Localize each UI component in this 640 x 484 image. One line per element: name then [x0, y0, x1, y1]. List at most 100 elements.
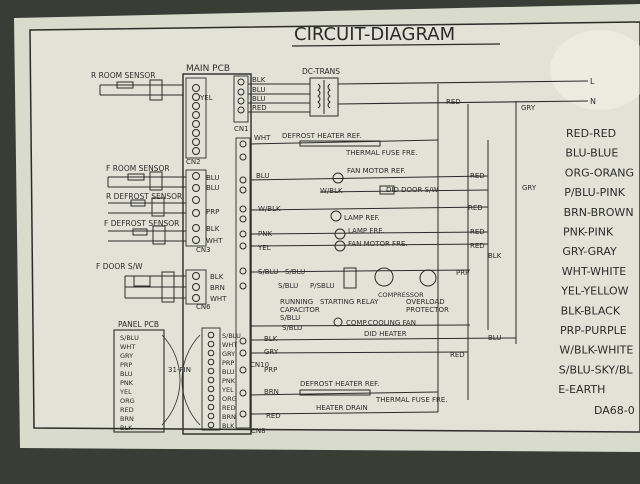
r-room-sensor [99, 79, 183, 101]
comp-cooling-fan-icon [333, 317, 343, 327]
main-pcb-wire-label: BLK [222, 422, 235, 430]
main-pcb-wire-label: BLU [222, 368, 235, 376]
cn1-label: CN1 [234, 125, 249, 133]
main-pcb-wire-label: WHT [222, 341, 237, 349]
main-pcb-label: MAIN PCB [186, 64, 230, 74]
f-defrost-sensor-label: F DEFROST SENSOR [104, 219, 179, 228]
wire-blu: BLU [206, 174, 219, 182]
compressor-icon [374, 267, 394, 287]
did-door-sw-label: DID DOOR S/W [386, 186, 438, 194]
dc-transformer [309, 77, 339, 117]
connector-cn8 [235, 137, 251, 429]
cn1-wire-red: RED [252, 104, 267, 112]
wire-wht2: WHT [254, 134, 271, 142]
panel-pcb-wire-label: PNK [120, 379, 134, 387]
cn1-wire-blk: BLK [252, 76, 266, 84]
thermal-fuse-fre2-label: THERMAL FUSE FRE. [375, 396, 448, 404]
main-pcb-wire-label: ORG [222, 395, 237, 403]
wire-red3: RED [470, 172, 485, 180]
connector-cn3 [185, 169, 207, 247]
wire-yel: YEL [199, 94, 213, 102]
fan-motor-fre-icon [334, 240, 346, 252]
wire-blu-did: BLU [488, 334, 501, 342]
wire-blk4: BLK [488, 252, 502, 260]
panel-pcb-wire-label: RED [120, 406, 134, 414]
wire-blu5: BLU [256, 172, 269, 180]
color-legend: RED-REDBLU-BLUEORG-ORANGP/BLU-PINKBRN-BR… [558, 127, 634, 396]
wire-pnk: PNK [258, 230, 272, 238]
legend-entry: RED-RED [566, 127, 616, 140]
main-pcb-wire-label: BRN [222, 413, 236, 421]
wire-yel2: YEL [257, 244, 271, 252]
legend-entry: BLK-BLACK [561, 304, 621, 317]
legend-entry: E-EARTH [558, 383, 605, 396]
wire-prp: PRP [206, 208, 219, 216]
legend-entry: GRY-GRAY [562, 245, 617, 258]
wire-psblu: P/SBLU [310, 282, 335, 290]
line-l-wire [337, 80, 589, 85]
wire-blk-did: BLK [264, 335, 278, 343]
wire-prp2: PRP [264, 366, 277, 374]
diagram-title: CIRCUIT-DIAGRAM [294, 24, 455, 45]
cn3-label: CN3 [196, 246, 211, 254]
wire-wblk: W/BLK [320, 187, 343, 195]
line-n-wire [337, 100, 589, 105]
f-defrost-sensor [108, 225, 186, 245]
lamp-fre-label: LAMP FRE. [348, 227, 385, 235]
f-room-sensor-label: F ROOM SENSOR [106, 164, 170, 173]
wire-wht-sw: WHT [210, 295, 227, 303]
panel-pcb-wire-label: GRY [120, 352, 133, 360]
lamp-ref-icon [330, 210, 342, 222]
main-pcb-wire-label: PNK [222, 377, 236, 385]
wire-sblu2: S/BLU [285, 268, 305, 276]
wire-red7: RED [450, 351, 465, 359]
heater-drain-label: HEATER DRAIN [316, 404, 368, 412]
legend-entry: ORG-ORANG [565, 166, 634, 179]
panel-pcb-box [113, 329, 165, 433]
compressor-label: COMPRESSOR [378, 291, 424, 299]
main-pcb-wire-label: S/BLU [222, 332, 241, 340]
harness-crossover [161, 334, 201, 426]
panel-pcb-wire-label: BLK [120, 424, 133, 432]
main-pcb-wire-label: RED [222, 404, 236, 412]
model-code: DA68-0 [594, 404, 635, 417]
wire-red5: RED [470, 228, 485, 236]
wire-blk: BLK [206, 225, 220, 233]
wire-wht: WHT [206, 237, 223, 245]
thermal-fuse-fre-label: THERMAL FUSE FRE. [345, 149, 418, 157]
cn1-wire-blu4: BLU [252, 95, 265, 103]
legend-entry: PNK-PINK [563, 226, 614, 239]
panel-pcb-wire-label: BRN [120, 415, 134, 423]
wire-blu2: BLU [206, 184, 219, 192]
f-door-switch [124, 271, 186, 303]
defrost-heater-ref-label: DEFROST HEATER REF. [282, 132, 361, 140]
wire-brn2: BRN [264, 388, 279, 396]
panel-pcb-wire-label: BLU [120, 370, 133, 378]
legend-entry: W/BLK-WHITE [559, 344, 633, 357]
overload-protector-icon [419, 269, 437, 287]
connector-cn2 [185, 77, 207, 159]
panel-pcb-wire-label: YEL [119, 388, 132, 396]
main-pcb-wire-label: YEL [221, 386, 234, 394]
fan-motor-ref-icon [332, 172, 344, 184]
wire-gry-main: GRY [521, 104, 536, 112]
dc-trans-label: DC-TRANS [302, 67, 340, 76]
legend-entry: PRP-PURPLE [560, 324, 627, 337]
wire-red6: RED [470, 242, 485, 250]
lamp-fre-icon [334, 228, 346, 240]
r-defrost-sensor [108, 197, 186, 217]
wire-sblu: S/BLU [258, 268, 278, 276]
panel-pcb-wire-label: S/BLU [120, 334, 139, 342]
defrost-heater-ref [299, 140, 381, 147]
wire-gry: GRY [264, 348, 279, 356]
legend-entry: BLU-BLUE [565, 147, 618, 160]
main-pcb-wire-label: PRP [222, 359, 234, 367]
wire-red8: RED [266, 412, 281, 420]
did-door-switch [379, 185, 395, 195]
main-pcb-wire-label: GRY [222, 350, 235, 358]
wire-red4: RED [468, 204, 483, 212]
defrost-heater-fre [299, 389, 371, 396]
